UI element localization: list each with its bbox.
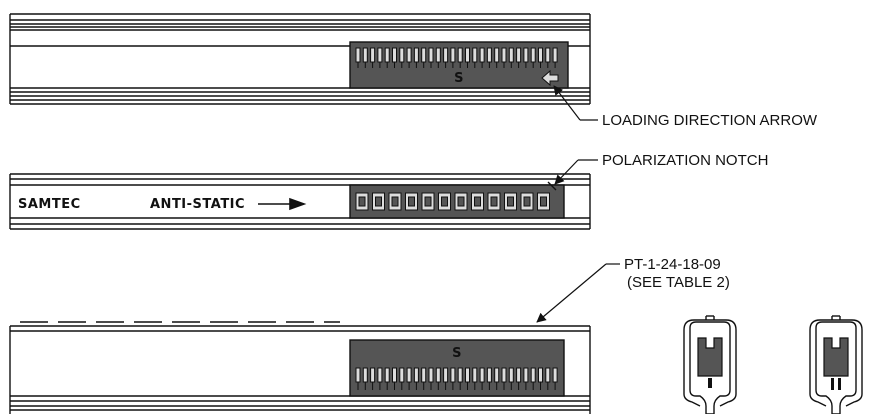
pin (377, 367, 383, 383)
pin (486, 47, 492, 63)
pin (355, 367, 361, 383)
tube-end-view-right (809, 315, 863, 414)
pin (530, 47, 536, 63)
pin (384, 367, 390, 383)
pin (552, 367, 558, 383)
pin (421, 367, 427, 383)
pin (450, 47, 456, 63)
pin (450, 367, 456, 383)
pin (370, 47, 376, 63)
pin (428, 47, 434, 63)
pin (406, 367, 412, 383)
pin (406, 47, 412, 63)
pin (479, 47, 485, 63)
pin (479, 367, 485, 383)
pin (494, 47, 500, 63)
tube-top-view (9, 13, 591, 105)
pin (392, 47, 397, 63)
pin (508, 367, 514, 383)
callout-part-number-leader (536, 263, 620, 323)
callout-loading-leader (553, 85, 598, 121)
pin (545, 367, 551, 383)
connector-bottom-view: S (349, 339, 565, 397)
callout-polarization-leader (554, 159, 598, 185)
pin (413, 47, 419, 63)
pin (472, 367, 478, 383)
tube-marking-arrow-icon (258, 197, 307, 211)
pin (435, 367, 441, 383)
pin (538, 367, 543, 383)
pin (501, 47, 507, 63)
pin (421, 47, 427, 63)
pin (362, 367, 368, 383)
pin (355, 47, 361, 63)
pin (465, 367, 470, 383)
callout-part-number: PT-1-24-18-09 (624, 256, 721, 273)
pin (399, 47, 405, 63)
pin (443, 47, 449, 63)
tube-antistatic-marking: ANTI-STATIC (150, 197, 245, 212)
pin (443, 367, 449, 383)
tube-end-view-left (683, 315, 737, 414)
pin (552, 47, 558, 63)
callout-part-note: (SEE TABLE 2) (627, 274, 730, 291)
callout-polarization-notch: POLARIZATION NOTCH (602, 152, 768, 169)
connector-side-view (349, 181, 565, 219)
pin (362, 47, 368, 63)
pin (516, 367, 522, 383)
pin (465, 47, 470, 63)
connector-contact-windows (355, 192, 550, 211)
pin (413, 367, 419, 383)
pin (472, 47, 478, 63)
callout-loading-direction-arrow: LOADING DIRECTION ARROW (602, 112, 818, 129)
pin (377, 47, 383, 63)
connector-top-view: S (349, 41, 569, 89)
pin (508, 47, 514, 63)
connector-pins-row (355, 367, 558, 390)
pin (486, 367, 492, 383)
pin (523, 47, 529, 63)
pin (399, 367, 405, 383)
tube-brand-marking: SAMTEC (18, 197, 81, 212)
connector-pins-row (355, 47, 558, 68)
pin (545, 47, 551, 63)
pin (457, 47, 463, 63)
pin (370, 367, 376, 383)
loading-arrow-icon (541, 69, 559, 87)
pin (501, 367, 507, 383)
svg-text:S: S (452, 346, 462, 361)
svg-text:S: S (454, 71, 464, 86)
pin (457, 367, 463, 383)
pin (428, 367, 434, 383)
pin (392, 367, 397, 383)
pin (538, 47, 543, 63)
pin (523, 367, 529, 383)
pin (530, 367, 536, 383)
pin (494, 367, 500, 383)
pin (384, 47, 390, 63)
pin (435, 47, 441, 63)
pin (516, 47, 522, 63)
